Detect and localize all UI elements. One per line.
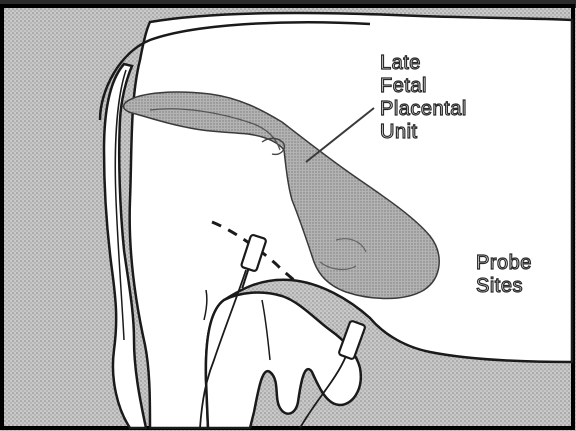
probe-label-line-2: Sites [476,275,532,298]
label-line-3: Placental [380,98,467,121]
fetal-placental-unit-label: Late Fetal Placental Unit [380,52,467,144]
probe-sites-label: Probe Sites [476,252,532,298]
label-line-4: Unit [380,121,467,144]
label-line-1: Late [380,52,467,75]
probe-label-line-1: Probe [476,252,532,275]
label-line-2: Fetal [380,75,467,98]
